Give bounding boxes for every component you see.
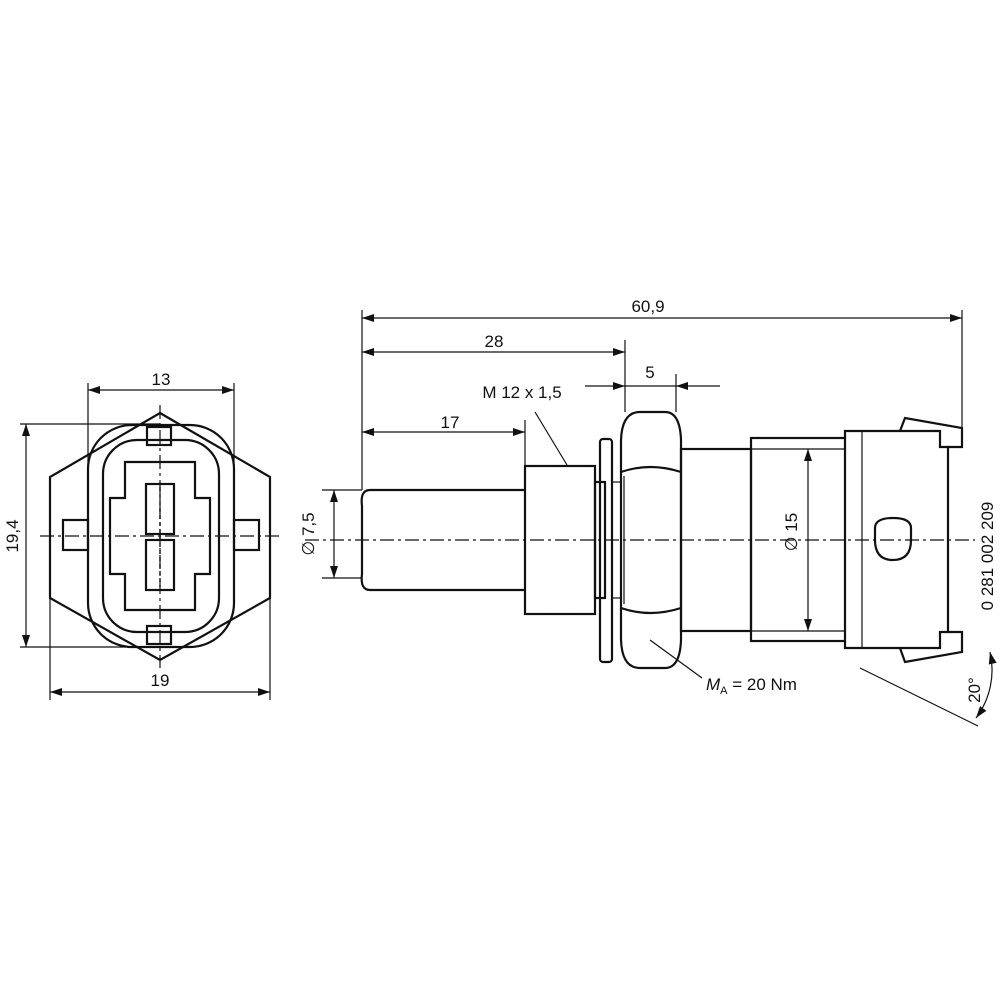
terminal-cavity xyxy=(108,460,212,612)
sealing-washer xyxy=(598,437,614,664)
thread-spec-label: M 12 x 1,5 xyxy=(482,383,561,402)
angle-label: 20° xyxy=(965,677,984,703)
front-view: 13 19 19,4 xyxy=(3,370,282,700)
left-latch xyxy=(61,518,90,552)
side-view: 60,9 28 5 M 12 x 1,5 17 ∅ 7,5 ∅ 15 MA = … xyxy=(299,297,997,727)
dim-label-5: 5 xyxy=(645,363,654,382)
angle-arc xyxy=(975,651,997,719)
top-tab xyxy=(145,425,173,447)
connector-bottom-clip xyxy=(898,630,964,664)
bottom-tab xyxy=(145,624,173,646)
dim-label-15: ∅ 15 xyxy=(782,513,801,551)
hex-flat-top xyxy=(620,465,682,474)
right-latch xyxy=(232,518,261,552)
dim-label-60-9: 60,9 xyxy=(631,297,664,316)
dim-label-19-4: 19,4 xyxy=(3,519,22,552)
torque-subscript: A xyxy=(720,685,728,697)
probe-tip xyxy=(360,488,525,592)
torque-value: = 20 Nm xyxy=(728,675,797,694)
dim-label-19: 19 xyxy=(151,671,170,690)
connector-body xyxy=(843,429,950,650)
hex-nut xyxy=(619,410,683,670)
connector-latch xyxy=(873,516,913,562)
hex-flat-bottom xyxy=(620,606,682,615)
dim-label-17: 17 xyxy=(441,413,460,432)
torque-symbol: M xyxy=(706,675,721,694)
hex-nut-outline xyxy=(619,410,683,670)
dim-label-28: 28 xyxy=(485,332,504,351)
part-number: 0 281 002 209 xyxy=(978,502,997,611)
torque-label: MA = 20 Nm xyxy=(706,675,797,697)
dim-label-7-5: ∅ 7,5 xyxy=(299,512,318,555)
thread-leader xyxy=(534,411,568,466)
dim-label-13: 13 xyxy=(152,370,171,389)
connector-top-clip xyxy=(898,416,964,449)
body-main xyxy=(749,436,847,643)
angle-line xyxy=(859,667,979,727)
torque-leader xyxy=(649,639,703,679)
